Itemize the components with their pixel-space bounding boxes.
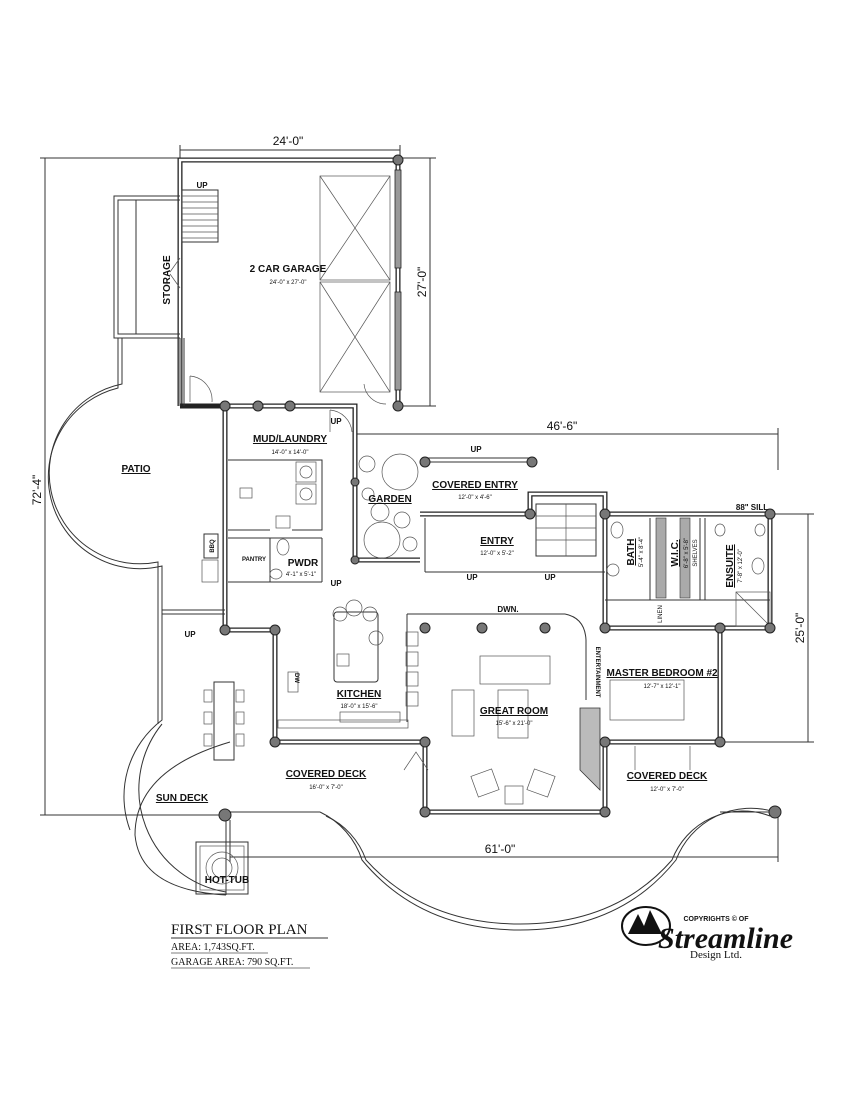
overall-depth-dim: 72'-4" [30,475,44,506]
garden-label: GARDEN [368,494,411,505]
garden-plants [358,453,419,559]
up-covered-entry: UP [470,445,482,454]
covered-entry-size: 12'-0" x 4'-6" [458,495,492,501]
up-garage-stair: UP [196,181,208,190]
entertainment-label: ENTERTAINMENT [594,647,600,698]
title-block: FIRST FLOOR PLAN AREA: 1,743SQ.FT. GARAG… [171,922,328,969]
room-labels: 2 CAR GARAGE 24'-0" x 27'-0" STORAGE MUD… [121,255,744,886]
covered-deck-right-size: 12'-0" x 7'-0" [650,787,684,793]
structural-posts [218,154,782,822]
dishwasher-label: DW [293,673,299,683]
up-mud: UP [330,417,342,426]
pwdr-label: PWDR [288,558,319,569]
bath-size: 5'-4" x 8'-4" [639,537,645,567]
hot-tub-label: HOT-TUB [205,875,249,886]
up-pwdr: UP [330,579,342,588]
bath-label: BATH [626,538,637,565]
master-bedroom-size: 12'-7" x 12'-1" [644,684,681,690]
plan-title: FIRST FLOOR PLAN [171,922,308,938]
garage-width-dim: 24'-0" [273,134,304,148]
down-great-room: DWN. [497,605,518,614]
dimension-lines [40,145,814,862]
garage-depth-dim: 27'-0" [415,267,429,298]
covered-deck-left-label: COVERED DECK [286,769,367,780]
wing-depth-dim: 25'-0" [793,613,807,644]
logo-name: Streamline [658,922,793,955]
dimension-labels: 24'-0" 27'-0" 72'-4" 46'-6" 25'-0" 61'-0… [30,134,807,856]
up-entry-right: UP [544,573,556,582]
ensuite-size: 7'-8" x 12'-0" [738,549,744,583]
garage-details [169,169,402,433]
garage-area: GARAGE AREA: 790 SQ.FT. [171,957,293,968]
garage-size: 24'-0" x 27'-0" [270,280,307,286]
up-patio: UP [184,630,196,639]
mud-laundry-label: MUD/LAUNDRY [253,434,327,445]
covered-deck-right-label: COVERED DECK [627,771,708,782]
copyright-text: COPYRIGHTS © OF [683,915,749,923]
mud-laundry-size: 14'-0" x 14'-0" [272,450,309,456]
garage-label: 2 CAR GARAGE [250,264,327,275]
kitchen-label: KITCHEN [337,689,381,700]
wic-size: 6'-8" x 5'-8" [684,538,690,568]
pwdr-size: 4'-1" x 5'-1" [286,572,316,578]
up-entry-left: UP [466,573,478,582]
patio-label: PATIO [121,464,150,475]
covered-entry-label: COVERED ENTRY [432,480,518,491]
logo-subtitle: Design Ltd. [690,949,742,961]
fixtures [195,457,771,895]
bbq-label: BBQ [210,539,216,553]
kitchen-size: 18'-0" x 15'-6" [341,704,378,710]
plan-area: AREA: 1,743SQ.FT. [171,942,255,953]
entry-size: 12'-0" x 5'-2" [480,551,514,557]
company-logo: COPYRIGHTS © OF Streamline Design Ltd. [621,906,793,961]
deck-width-dim: 61'-0" [485,842,516,856]
covered-deck-left-size: 16'-0" x 7'-0" [309,785,343,791]
storage-label: STORAGE [162,255,173,305]
great-room-size: 15'-6" x 21'-0" [496,721,533,727]
shelves-label: SHELVES [693,539,699,566]
sill-note: 88" SILL [736,503,768,512]
house-width-dim: 46'-6" [547,419,578,433]
annotations: UP UP UP UP UP UP UP DWN. DW [184,181,556,683]
master-bedroom-label: MASTER BEDROOM #2 [606,668,718,679]
wic-label: W.I.C. [670,539,681,566]
ensuite-label: ENSUITE [725,544,736,588]
great-room-label: GREAT ROOM [480,706,548,717]
sun-deck-label: SUN DECK [156,793,209,804]
entry-label: ENTRY [480,536,514,547]
linen-label: LINEN [658,605,664,623]
pantry-label: PANTRY [242,557,266,563]
patio-outline [47,338,776,931]
